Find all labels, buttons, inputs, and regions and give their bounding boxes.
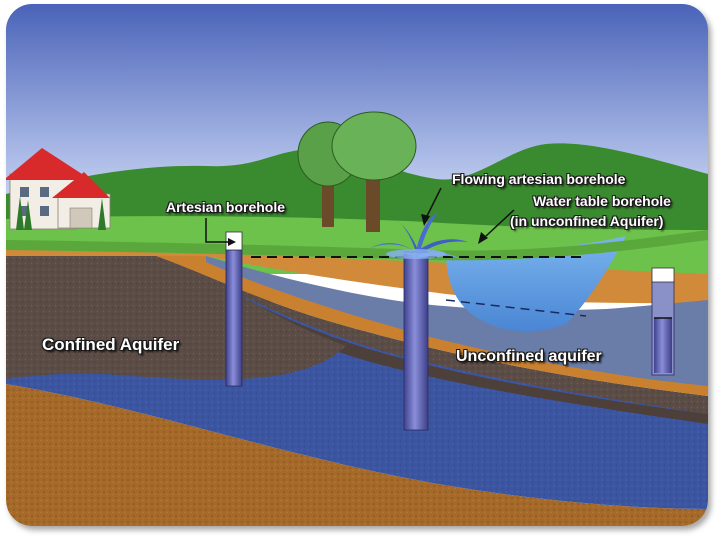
pointer-artesian-arrow [228, 238, 236, 246]
label-flowing-artesian-borehole: Flowing artesian borehole [452, 171, 626, 187]
unconfined-aquifer-layer [206, 256, 708, 386]
label-confined-aquifer: Confined Aquifer [42, 335, 180, 354]
label-artesian-borehole: Artesian borehole [166, 199, 286, 215]
fountain-icon [370, 212, 468, 260]
grass-edge [6, 230, 708, 261]
water-table-line [445, 299, 587, 317]
rock-left-mass [6, 266, 346, 380]
rock-layer [6, 256, 708, 414]
soil-bottom [6, 384, 708, 526]
label-water-table-borehole-sub: (in unconfined Aquifer) [510, 213, 664, 229]
flowing-artesian-borehole [403, 251, 429, 431]
rock-upper [6, 266, 708, 424]
label-unconfined-aquifer: Unconfined aquifer [456, 348, 602, 365]
tree-icon [297, 111, 417, 232]
house-icon [6, 148, 111, 230]
aquifer-diagram [6, 4, 708, 526]
water-table-borehole [651, 267, 675, 376]
pointer-artesian [205, 218, 228, 243]
pointer-flowing [425, 187, 442, 219]
pointer-flowing-arrow [421, 214, 430, 226]
pointer-water-table [485, 209, 515, 237]
artesian-borehole [225, 231, 243, 387]
diagram-frame: Artesian borehole Flowing artesian boreh… [6, 4, 708, 526]
pointer-water-table-arrow [478, 232, 488, 244]
label-water-table-borehole: Water table borehole [533, 193, 671, 209]
